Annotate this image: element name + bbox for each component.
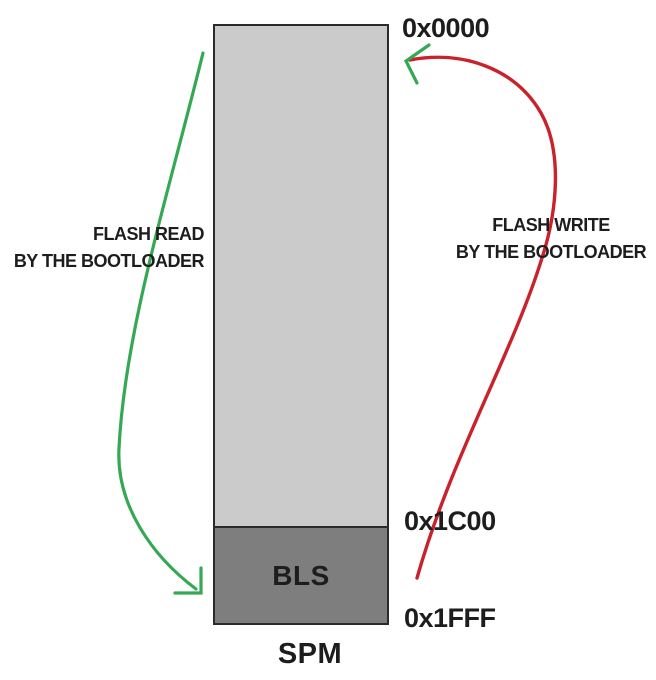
flash-read-arrow-curve [117,51,205,591]
flash-memory-region: BLS [213,24,389,625]
flash-write-arrowhead-icon [403,43,431,85]
flash-write-annotation: FLASH WRITE BY THE BOOTLOADER [443,212,656,266]
spm-caption: SPM [277,638,343,670]
flash-write-arrow-curve [408,55,558,580]
address-label-end: 0x1FFF [404,603,496,633]
flash-read-annotation: FLASH READ BY THE BOOTLOADER [8,221,205,275]
address-label-top: 0x0000 [402,13,490,43]
flash-write-annotation-line2: BY THE BOOTLOADER [455,242,647,262]
flash-read-annotation-line1: FLASH READ [93,224,205,244]
bls-region: BLS [215,526,387,623]
flash-read-annotation-line2: BY THE BOOTLOADER [13,251,205,271]
bls-region-label: BLS [272,559,330,591]
address-label-bls-start: 0x1C00 [404,506,496,536]
flash-read-arrowhead-icon [173,566,203,595]
flash-write-annotation-line1: FLASH WRITE [492,215,610,235]
